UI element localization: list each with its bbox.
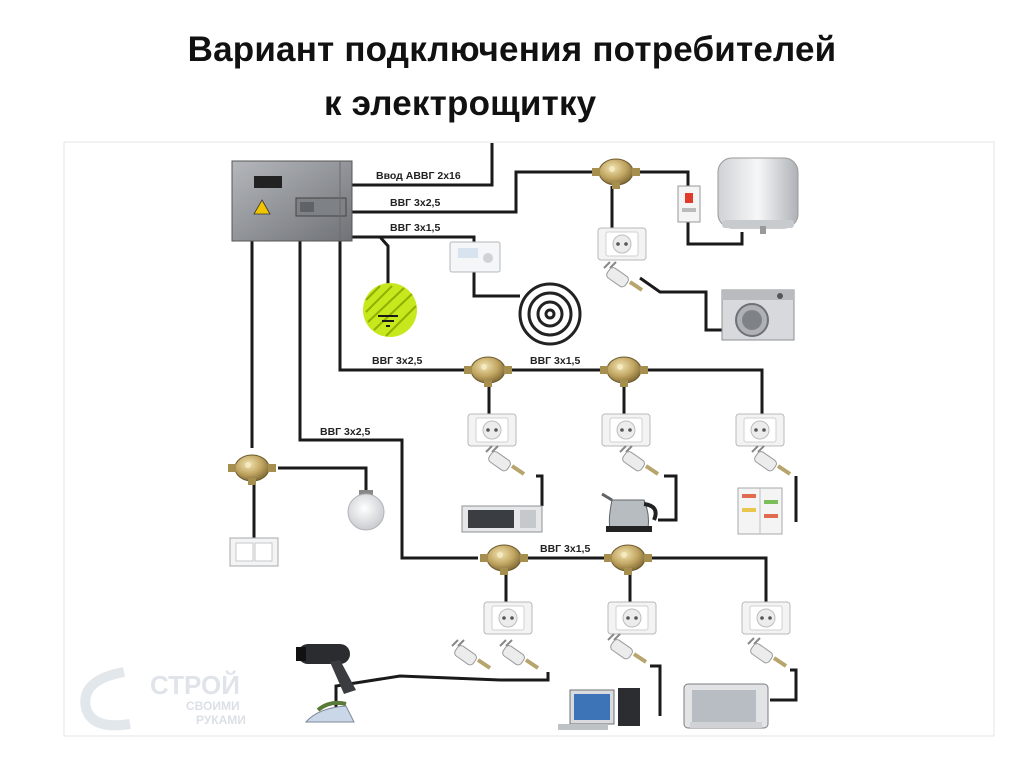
socket xyxy=(601,413,651,447)
watermark-line-1: СВОИМИ xyxy=(186,699,240,713)
water-heater-icon xyxy=(717,157,799,234)
label-input-cable: Ввод АВВГ 2х16 xyxy=(376,170,461,182)
ground-icon xyxy=(363,283,417,337)
socket xyxy=(735,413,785,447)
label-rooms-line: ВВГ 3х2,5 xyxy=(320,426,370,438)
wires xyxy=(250,143,798,716)
light-bulb-icon xyxy=(347,490,385,531)
thermostat-icon xyxy=(449,241,501,273)
diagram-frame xyxy=(63,141,995,737)
watermark-logo: СТРОЙ СВОИМИ РУКАМИ xyxy=(80,667,246,731)
iron-icon xyxy=(304,700,355,723)
socket xyxy=(597,227,647,261)
refrigerator-icon xyxy=(737,487,783,535)
electrical-panel xyxy=(231,160,353,242)
label-rooms-branch: ВВГ 3х1,5 xyxy=(540,543,590,555)
label-heating-line: ВВГ 3х1,5 xyxy=(390,222,440,234)
watermark-line-2: РУКАМИ xyxy=(196,713,246,727)
hair-dryer-icon xyxy=(296,644,356,694)
microwave-icon xyxy=(461,505,543,533)
label-kitchen-branch: ВВГ 3х1,5 xyxy=(530,355,580,367)
socket xyxy=(483,601,533,635)
light-switch-icon xyxy=(229,537,279,567)
socket xyxy=(741,601,791,635)
label-heater-line: ВВГ 3х2,5 xyxy=(390,197,440,209)
washing-machine-icon xyxy=(721,289,795,341)
kettle-icon xyxy=(601,492,658,532)
watermark-logo-text: СТРОЙ xyxy=(150,670,240,700)
page-title-line-2: к электрощитку xyxy=(324,84,597,123)
heating-coil-icon xyxy=(518,282,582,346)
computer-icon xyxy=(558,688,640,730)
socket xyxy=(607,601,657,635)
label-kitchen-line: ВВГ 3х2,5 xyxy=(372,355,422,367)
circuit-breaker xyxy=(677,185,701,223)
page-title-line-1: Вариант подключения потребителей xyxy=(187,30,837,69)
tv-icon xyxy=(683,683,769,729)
socket xyxy=(467,413,517,447)
